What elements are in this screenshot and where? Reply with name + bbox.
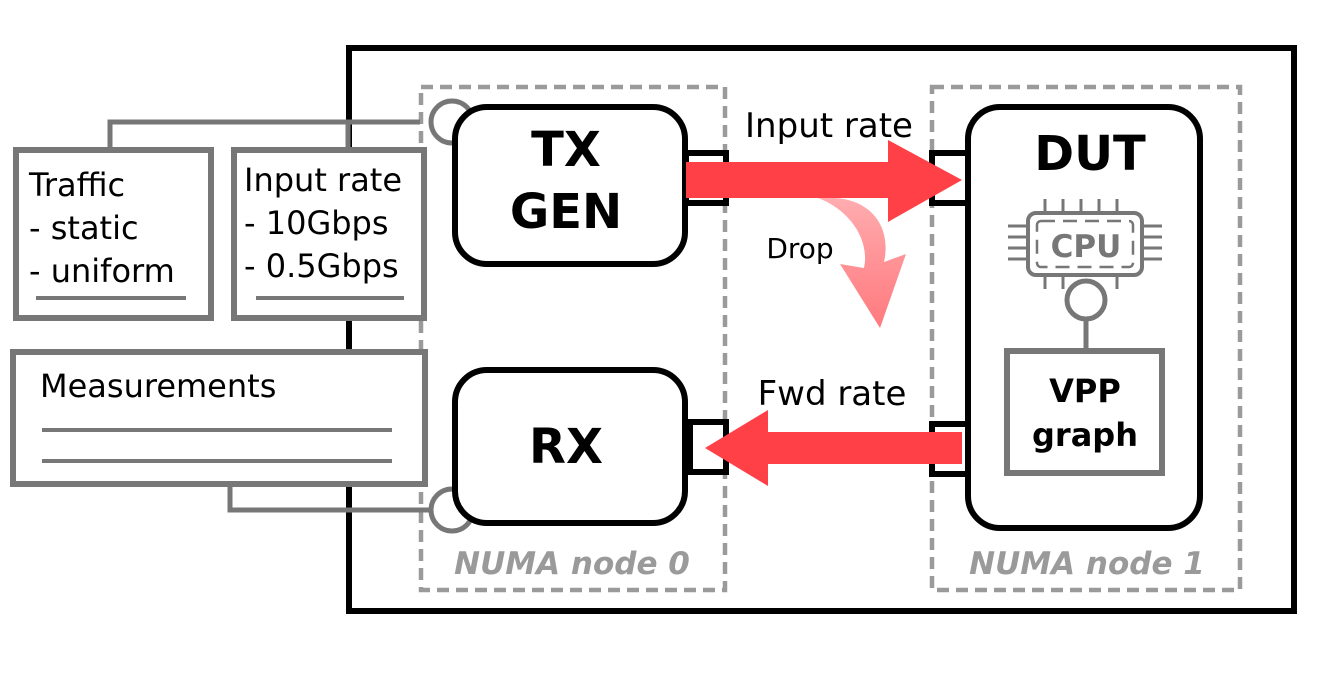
input-rate-card-item: - 0.5Gbps — [244, 247, 399, 285]
drop-arrow-label: Drop — [766, 232, 833, 265]
input-rate-card-item: - 10Gbps — [244, 204, 389, 242]
tx-gen-label-line2: GEN — [510, 184, 622, 240]
cpu-label: CPU — [1051, 229, 1122, 265]
measurements-connector-line — [227, 486, 430, 513]
numa-node-1-box — [929, 84, 1243, 593]
vpp-graph-box — [1004, 348, 1165, 476]
traffic-card-item: - uniform — [29, 252, 175, 290]
vpp-label-line1: VPP — [1049, 372, 1121, 410]
cpu-vpp-link-node — [1064, 278, 1108, 322]
rx-box — [452, 367, 688, 526]
input-rate-arrow-label: Input rate — [745, 106, 913, 146]
rx-label: RX — [529, 419, 603, 475]
cpu-chip-icon — [1008, 199, 1162, 289]
input-rate-card — [231, 147, 427, 321]
drop-arrow — [818, 197, 906, 328]
traffic-card-title: Traffic — [28, 166, 125, 204]
fwd-rate-arrow — [705, 410, 962, 486]
tx-gen-label-line1: TX — [531, 122, 601, 178]
input-rate-arrow — [686, 140, 962, 222]
config-connector-line — [107, 119, 420, 152]
numa-node-0-box — [418, 84, 728, 593]
numa-node-0-label: NUMA node 0 — [454, 546, 690, 582]
numa-node-1-label: NUMA node 1 — [969, 546, 1205, 582]
input-rate-card-title: Input rate — [244, 161, 402, 199]
vpp-label-line2: graph — [1032, 416, 1138, 454]
dut-label: DUT — [1034, 126, 1146, 182]
fwd-rate-arrow-label: Fwd rate — [758, 374, 907, 414]
traffic-card — [13, 147, 214, 321]
traffic-card-item: - static — [29, 209, 139, 247]
measurements-card-title: Measurements — [40, 367, 276, 405]
